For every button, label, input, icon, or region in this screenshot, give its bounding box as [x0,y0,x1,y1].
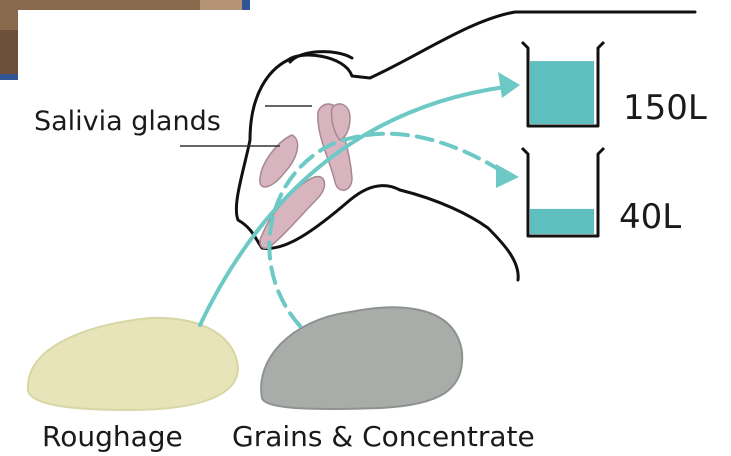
roughage-pile [28,318,238,410]
roughage-beaker [522,42,604,126]
grain-pile [261,307,462,409]
photo-inset [0,0,250,90]
roughage-label: Roughage [42,423,183,451]
grains-concentrate-label: Grains & Concentrate [232,423,535,451]
grain-arrowhead [496,164,519,188]
grain-volume-label: 40L [619,200,681,234]
grain-flow-arrow [269,134,500,326]
flow-arrows [200,87,505,326]
roughage-volume-label: 150L [623,91,707,125]
roughage-flow-arrow [200,87,505,325]
saliva-glands-label: Salivia glands [34,108,221,135]
grain-beaker [522,148,604,236]
roughage-arrowhead [498,72,520,98]
